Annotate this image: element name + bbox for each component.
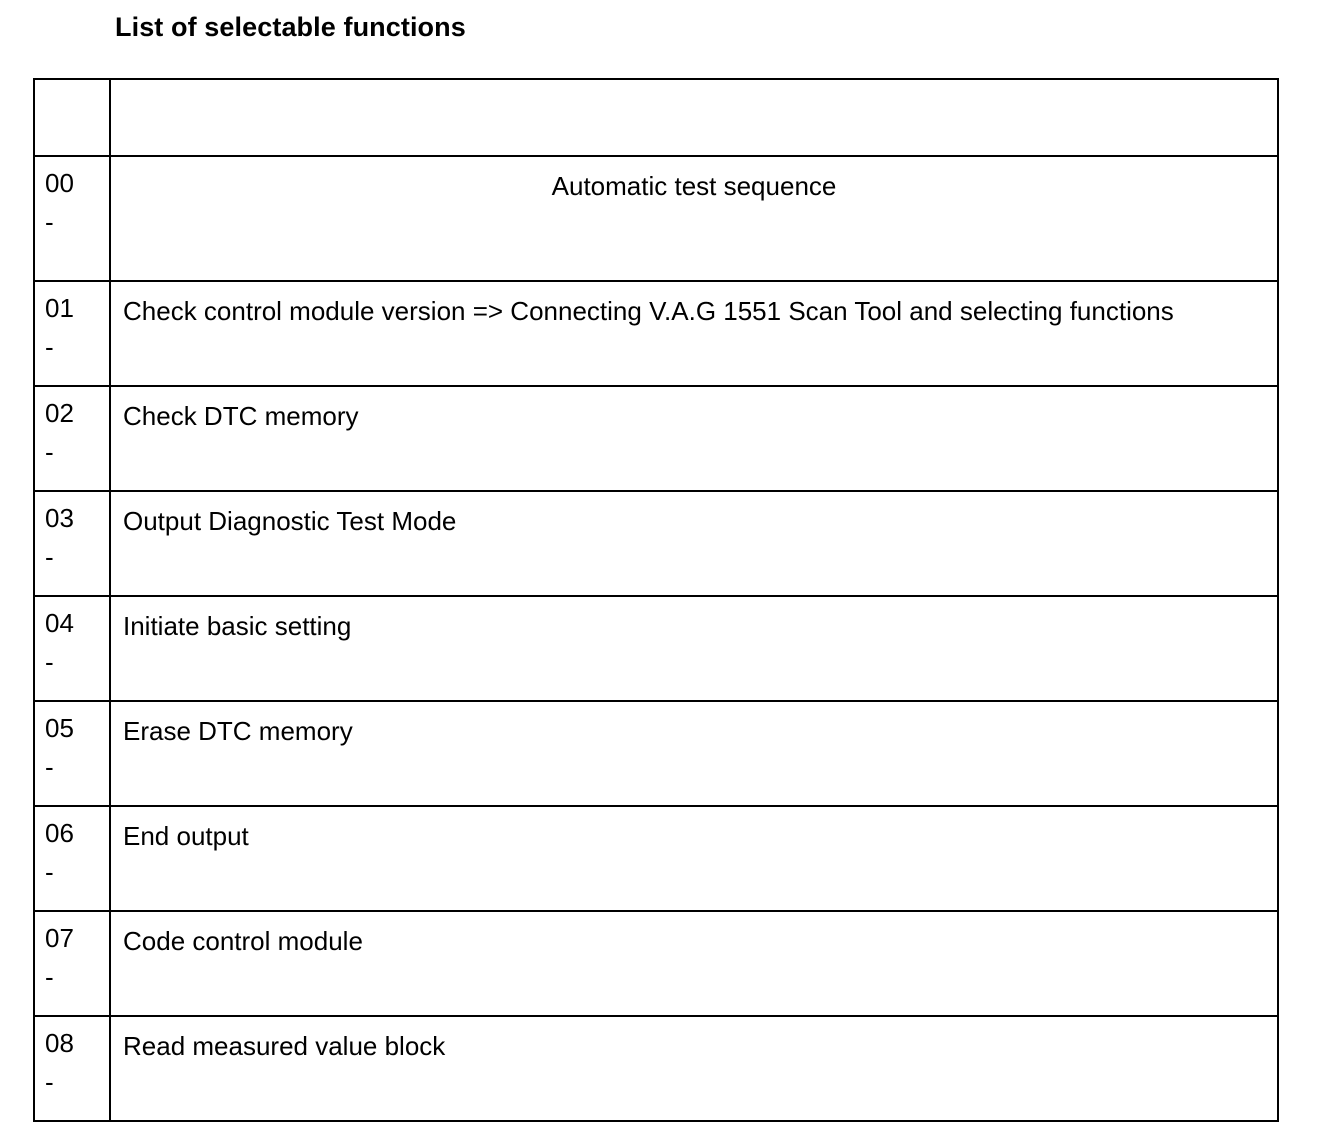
function-description: Automatic test sequence [551,171,837,201]
function-code: 01 [45,293,74,323]
function-code: 05 [45,713,74,743]
selectable-functions-table: 00 - Automatic test sequence 01 - Check … [33,78,1279,1122]
function-code-cell: 01 - [33,280,111,387]
function-code-dash: - [45,332,54,362]
function-code-cell: 04 - [33,595,111,702]
table-row[interactable]: 04 - Initiate basic setting [33,595,1279,702]
function-code-dash: - [45,857,54,887]
function-description-cell: Automatic test sequence [109,155,1279,282]
table-row[interactable]: 01 - Check control module version => Con… [33,280,1279,387]
function-code: 08 [45,1028,74,1058]
header-description-cell [109,78,1279,157]
function-description: Code control module [123,926,363,956]
function-description: Read measured value block [123,1031,446,1061]
table-row[interactable]: 07 - Code control module [33,910,1279,1017]
function-code: 06 [45,818,74,848]
function-description: End output [123,821,249,851]
function-code-dash: - [45,207,54,237]
function-code-dash: - [45,752,54,782]
function-code-cell: 07 - [33,910,111,1017]
function-code-dash: - [45,437,54,467]
table-row[interactable]: 08 - Read measured value block [33,1015,1279,1122]
table-row[interactable]: 00 - Automatic test sequence [33,155,1279,282]
table-body: 00 - Automatic test sequence 01 - Check … [33,78,1279,1122]
function-description-cell: Check control module version => Connecti… [109,280,1279,387]
function-code-cell: 05 - [33,700,111,807]
function-code-cell: 08 - [33,1015,111,1122]
table-row[interactable]: 06 - End output [33,805,1279,912]
function-code: 03 [45,503,74,533]
function-code-dash: - [45,647,54,677]
function-code-cell: 02 - [33,385,111,492]
function-description: Erase DTC memory [123,716,353,746]
function-code-dash: - [45,962,54,992]
function-code: 02 [45,398,74,428]
function-code-cell: 03 - [33,490,111,597]
function-description-cell: End output [109,805,1279,912]
page-title: List of selectable functions [115,12,466,42]
function-description-cell: Check DTC memory [109,385,1279,492]
table-row[interactable]: 03 - Output Diagnostic Test Mode [33,490,1279,597]
function-description: Check DTC memory [123,401,359,431]
function-description: Initiate basic setting [123,611,352,641]
function-description-cell: Code control module [109,910,1279,1017]
function-code-cell: 06 - [33,805,111,912]
table-row[interactable]: 02 - Check DTC memory [33,385,1279,492]
function-code: 04 [45,608,74,638]
function-code: 00 [45,168,74,198]
function-description-cell: Read measured value block [109,1015,1279,1122]
function-description: Output Diagnostic Test Mode [123,506,457,536]
function-description-cell: Output Diagnostic Test Mode [109,490,1279,597]
header-code-cell [33,78,111,157]
function-description-cell: Initiate basic setting [109,595,1279,702]
table-row[interactable]: 05 - Erase DTC memory [33,700,1279,807]
function-description: Check control module version => Connecti… [123,296,1174,326]
function-code-cell: 00 - [33,155,111,282]
table-header-row [33,78,1279,157]
function-code: 07 [45,923,74,953]
function-description-cell: Erase DTC memory [109,700,1279,807]
function-code-dash: - [45,1067,54,1097]
function-code-dash: - [45,542,54,572]
